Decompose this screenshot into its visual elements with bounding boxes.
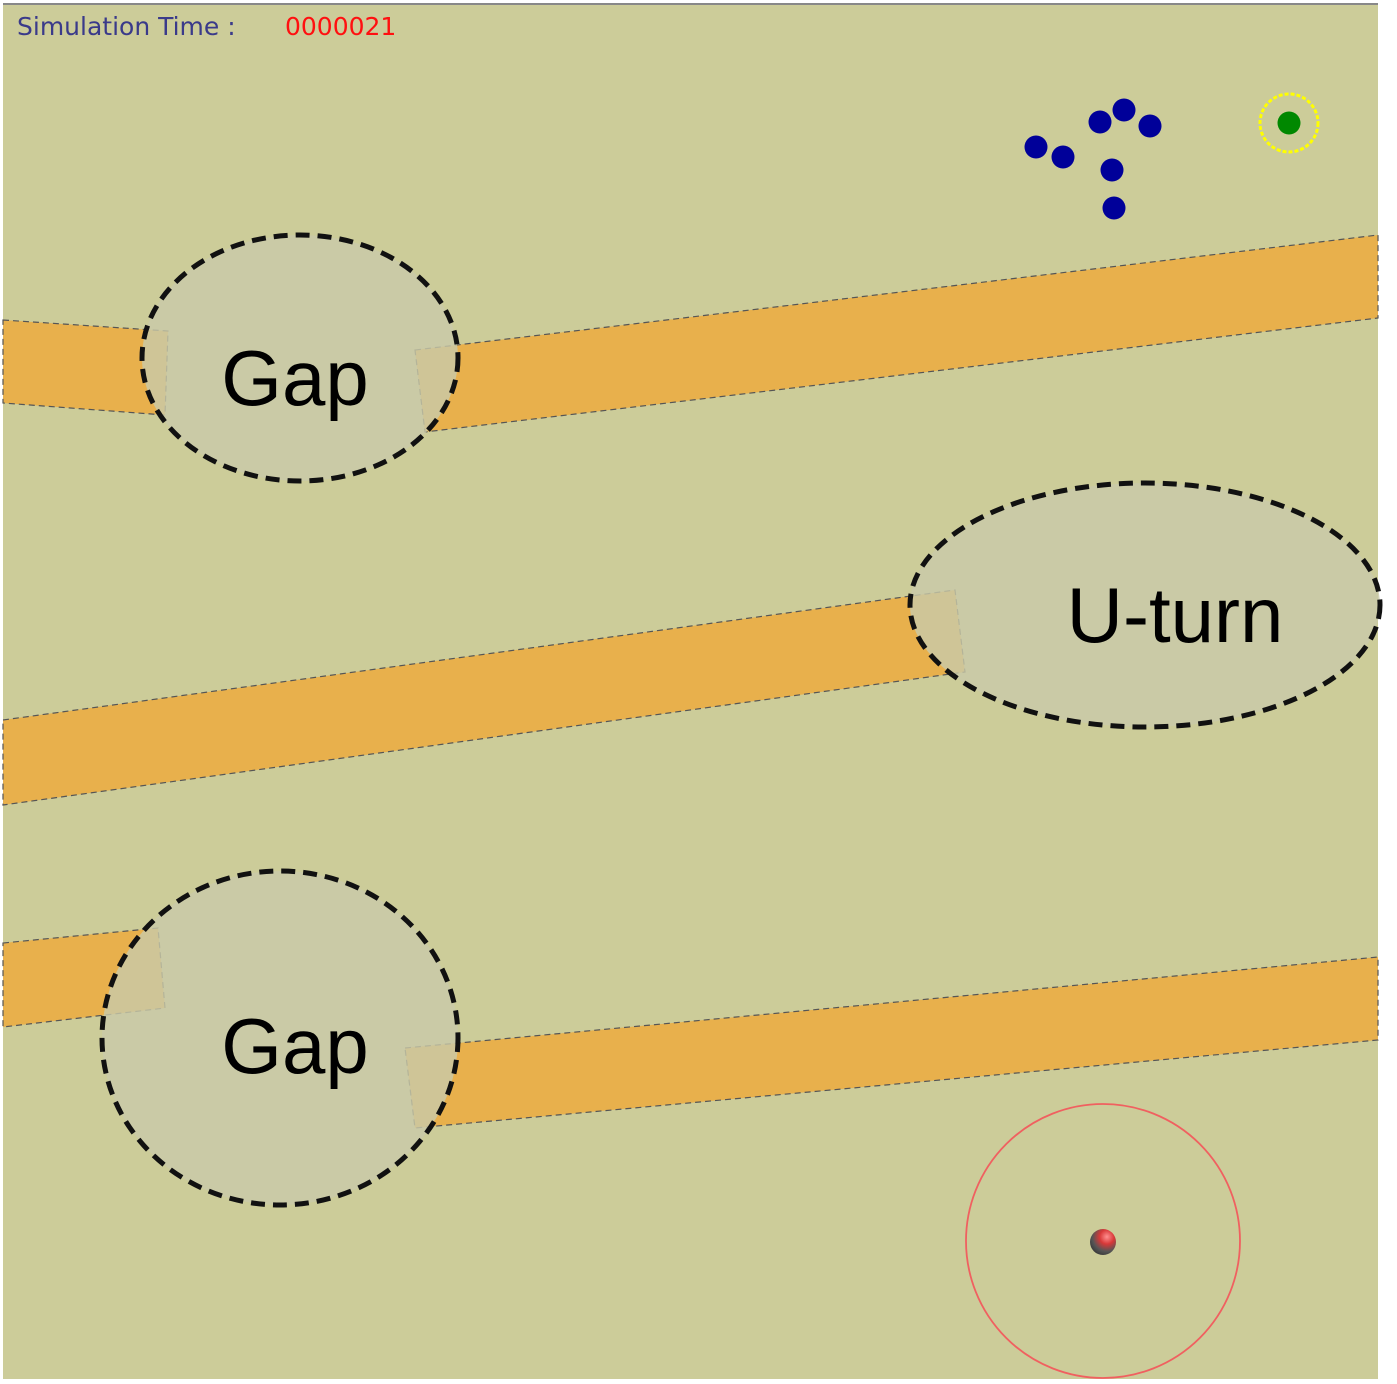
blue-dot-icon	[1051, 145, 1075, 169]
gap-label-1: Gap	[221, 334, 368, 422]
gap-zone-2	[99, 868, 461, 1208]
road-1-left	[2, 319, 169, 416]
simulation-time-value: 0000021	[285, 12, 397, 41]
gap-zone-1	[139, 232, 461, 484]
green-goal-icon	[1277, 111, 1301, 135]
blue-dot-icon	[1024, 135, 1048, 159]
blue-dot-icon	[1088, 110, 1112, 134]
goal-ring-icon	[1258, 92, 1320, 154]
blue-dot-icon	[1100, 158, 1124, 182]
blue-dot-icon	[1102, 196, 1126, 220]
simulation-time-label: Simulation Time :	[17, 12, 236, 41]
gap-label-2: Gap	[221, 1002, 368, 1090]
blue-dot-icon	[1112, 98, 1136, 122]
robot-sphere-icon	[1090, 1229, 1116, 1255]
uturn-zone	[907, 480, 1383, 730]
uturn-label: U-turn	[1067, 571, 1284, 659]
blue-dot-icon	[1138, 114, 1162, 138]
sensor-range-circle	[965, 1103, 1241, 1379]
